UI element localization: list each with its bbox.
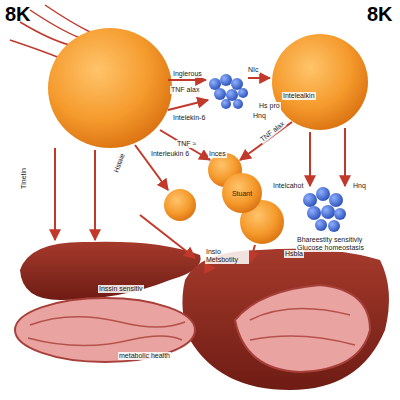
annotation-label: TNF alax <box>170 86 200 94</box>
signal-arrow <box>248 77 270 79</box>
annotation-label: metabolic health <box>118 352 171 360</box>
annotation-label: Intelcahot <box>272 182 304 190</box>
adipocyte <box>272 34 368 130</box>
protein-cluster <box>220 74 232 86</box>
fibers <box>30 10 80 38</box>
signal-arrow <box>168 100 208 110</box>
protein-cluster <box>231 78 243 90</box>
tissue-section <box>250 336 355 345</box>
adipocyte <box>48 28 172 148</box>
annotation-label: Hs pro <box>258 102 281 110</box>
protein-cluster <box>238 88 248 98</box>
fibers <box>10 40 60 58</box>
liver <box>20 242 201 300</box>
tissue-section <box>235 285 370 372</box>
protein-cluster <box>315 219 327 231</box>
signal-arrow <box>205 267 215 269</box>
signal-arrow <box>140 215 195 258</box>
annotation-label: Inssin sensitiv <box>98 285 144 293</box>
protein-cluster <box>214 88 226 100</box>
tissue-section <box>15 285 370 372</box>
signal-arrow <box>344 128 346 186</box>
protein-cluster <box>321 205 335 219</box>
annotation-label: Insio Metsbotity <box>205 248 249 264</box>
annotation-label: TNF ≈ <box>176 140 197 148</box>
annotation-label: Hsbla <box>284 250 304 258</box>
protein-cluster <box>303 193 317 207</box>
cell-circle: Stuant <box>222 173 262 213</box>
protein-cluster <box>329 193 343 207</box>
protein-cluster <box>233 99 243 109</box>
annotation-label: Bhareestity sensitivly Glucose homeostas… <box>296 236 372 252</box>
protein-cluster <box>226 89 238 101</box>
adipocyte <box>48 28 368 244</box>
watermark: 8K <box>366 3 394 26</box>
signal-arrow <box>168 79 206 81</box>
fibers <box>45 5 90 32</box>
tissue-section <box>28 336 182 346</box>
annotation-label: Interleukin 6 <box>150 150 190 158</box>
annotation-label: TNF alax <box>258 119 287 144</box>
liver <box>182 249 389 390</box>
protein-cluster <box>334 208 346 220</box>
annotation-label: Inglerous <box>172 70 203 78</box>
signal-arrow <box>54 148 56 240</box>
annotation-label: Inces <box>208 150 227 158</box>
annotation-label: Intelealkin <box>282 92 316 100</box>
tissue-section <box>250 309 350 320</box>
signal-arrow <box>309 132 311 186</box>
annotation-label: Tlnetin <box>20 167 28 190</box>
tissue-section <box>30 317 185 327</box>
annotation-label: Hnq <box>252 112 267 120</box>
watermark: 8K <box>4 3 32 26</box>
protein-cluster <box>307 206 321 220</box>
protein-cluster <box>328 220 340 232</box>
signal-arrow <box>94 150 96 240</box>
protein-cluster <box>316 187 330 201</box>
signal-arrow <box>250 245 255 262</box>
cell-outline <box>222 173 262 213</box>
annotation-label: Hnq <box>352 182 367 190</box>
annotation-label: NIc <box>247 66 260 74</box>
adipocyte <box>164 189 196 221</box>
annotation-label: Intelekin-6 <box>172 114 206 122</box>
annotation-label: Hstaie <box>112 151 127 174</box>
cell-label: Stuant <box>232 190 252 197</box>
fibers <box>20 22 70 45</box>
protein-cluster <box>209 74 346 232</box>
tissue-section <box>15 298 195 362</box>
protein-cluster <box>221 99 231 109</box>
